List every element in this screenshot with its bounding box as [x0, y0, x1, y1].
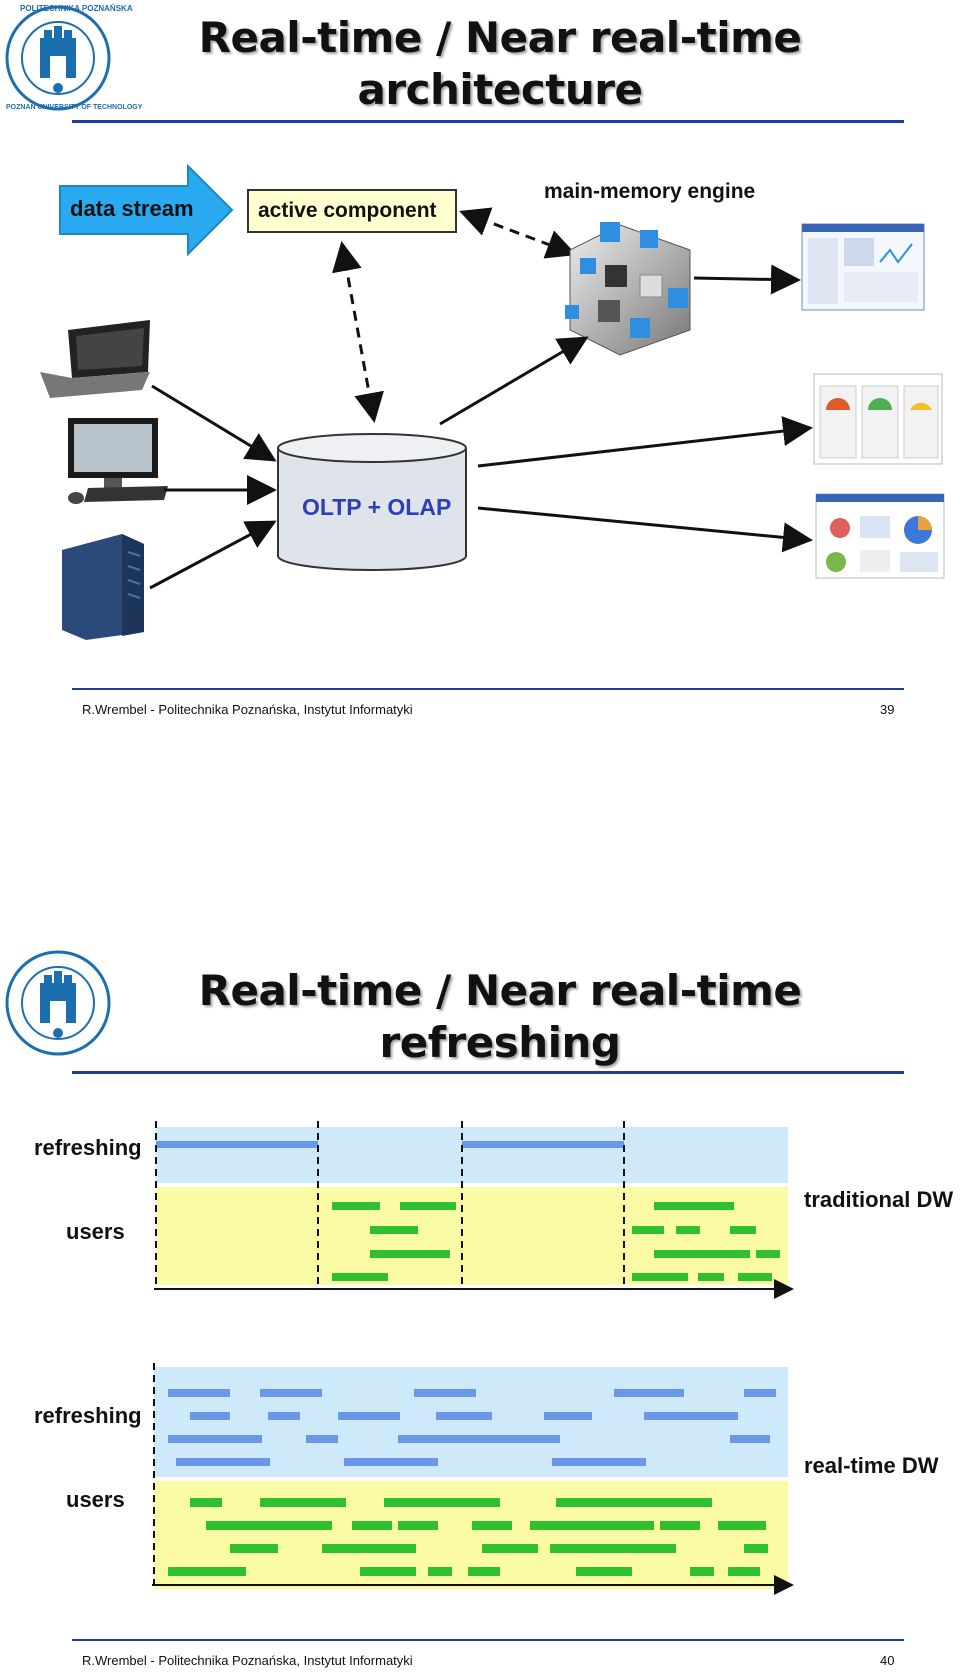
laptop-icon — [40, 320, 150, 398]
university-logo — [5, 950, 111, 1056]
arrow-laptop-to-db — [151, 384, 277, 462]
slide-title: Real-time / Near real-time refreshing — [150, 965, 850, 1069]
data-stream-label: data stream — [70, 196, 194, 221]
title-line-2: architecture — [357, 65, 643, 114]
desktop-icon — [68, 418, 168, 504]
slide-architecture: POLITECHNIKA POZNAŃSKA POZNAN UNIVERSITY… — [0, 0, 960, 760]
architecture-diagram — [40, 163, 945, 640]
footer-text: R.Wrembel - Politechnika Poznańska, Inst… — [82, 702, 413, 717]
data-stream-arrow — [59, 163, 234, 257]
logo-text-top: POLITECHNIKA POZNAŃSKA — [20, 4, 133, 13]
footer-rule — [72, 688, 904, 690]
report-1-icon — [801, 223, 925, 311]
refreshing-diagram — [152, 1121, 794, 1595]
server-icon — [62, 534, 144, 640]
slide-refreshing: Real-time / Near real-time refreshing — [0, 945, 960, 1673]
page-number: 39 — [880, 702, 895, 717]
logo-text-bottom: POZNAN UNIVERSITY OF TECHNOLOGY — [6, 104, 143, 111]
title-rule — [72, 120, 904, 123]
arrow-db-to-report-2 — [477, 416, 813, 468]
realtime-dw-label: real-time DW — [804, 1453, 939, 1478]
database-cylinder — [277, 433, 467, 571]
dashed-arrow-active-to-engine — [459, 207, 577, 259]
title-line-1: Real-time / Near real-time — [198, 13, 802, 62]
active-component-box — [247, 189, 457, 233]
title-line-1: Real-time / Near real-time — [198, 966, 802, 1015]
slide-title: Real-time / Near real-time architecture — [150, 12, 850, 116]
arrow-engine-to-report-1 — [693, 264, 801, 295]
report-3-icon — [815, 493, 945, 579]
arrow-db-to-engine — [439, 336, 589, 426]
main-memory-engine-label: main-memory engine — [544, 180, 756, 203]
arrow-db-to-report-3 — [477, 506, 813, 553]
users-label-realtime: users — [66, 1487, 125, 1512]
page-number: 40 — [880, 1653, 895, 1668]
report-2-icon — [813, 373, 943, 465]
active-component-label: active component — [258, 199, 437, 222]
refreshing-label-realtime: refreshing — [34, 1403, 142, 1428]
footer-text: R.Wrembel - Politechnika Poznańska, Inst… — [82, 1653, 413, 1668]
footer-rule — [72, 1639, 904, 1641]
traditional-dw-timeline — [154, 1121, 794, 1299]
traditional-dw-label: traditional DW — [804, 1187, 954, 1212]
users-label-traditional: users — [66, 1219, 125, 1244]
dashed-arrow-active-to-db — [332, 241, 384, 423]
refreshing-label-traditional: refreshing — [34, 1135, 142, 1160]
title-line-2: refreshing — [379, 1018, 621, 1067]
main-memory-cube-icon — [565, 222, 691, 356]
database-label: OLTP + OLAP — [302, 494, 452, 520]
arrow-server-to-db — [149, 520, 277, 590]
realtime-dw-timeline — [152, 1363, 794, 1595]
title-rule — [72, 1071, 904, 1074]
university-logo — [5, 5, 111, 111]
